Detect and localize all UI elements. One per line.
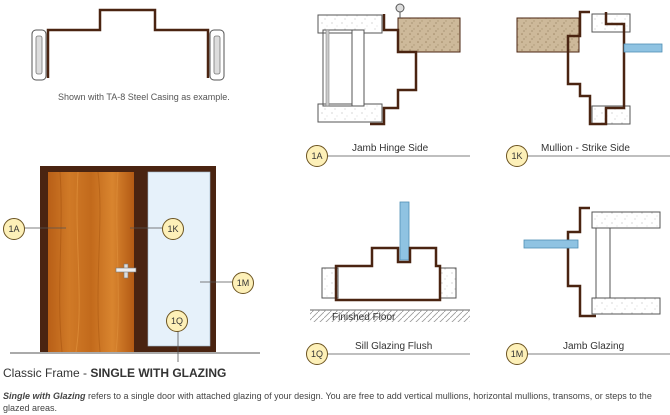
- jamb-glazing-detail: [523, 206, 661, 318]
- caption-mullion-strike-side: Mullion - Strike Side: [541, 143, 630, 154]
- frame-title: Classic Frame - SINGLE WITH GLAZING: [3, 366, 226, 380]
- frame-title-prefix: Classic Frame -: [3, 366, 91, 380]
- casing-clip-right: [209, 29, 225, 81]
- description-lead: Single with Glazing: [3, 391, 86, 401]
- frame-title-bold: SINGLE WITH GLAZING: [90, 366, 227, 380]
- marker-elevation-1K: 1K: [162, 218, 184, 240]
- marker-elevation-1Q: 1Q: [166, 310, 188, 332]
- marker-elevation-1M: 1M: [232, 272, 254, 294]
- door-elevation: [40, 166, 216, 353]
- marker-1A: 1A: [306, 145, 328, 167]
- description: Single with Glazing refers to a single d…: [3, 390, 667, 414]
- casing-clip-left: [31, 29, 47, 81]
- casing-profile: [46, 8, 210, 78]
- marker-1M: 1M: [506, 343, 528, 365]
- caption-sill-glazing-flush: Sill Glazing Flush: [355, 341, 433, 352]
- jamb-hinge-detail: [317, 3, 461, 126]
- caption-jamb-glazing: Jamb Glazing: [563, 341, 625, 352]
- finished-floor-label: Finished Floor: [332, 312, 396, 323]
- caption-jamb-hinge-side: Jamb Hinge Side: [352, 143, 429, 154]
- marker-1Q: 1Q: [306, 343, 328, 365]
- casing-note: Shown with TA-8 Steel Casing as example.: [58, 92, 230, 102]
- mullion-strike-detail: [516, 10, 663, 126]
- description-text: refers to a single door with attached gl…: [3, 391, 652, 413]
- marker-leaders: [23, 227, 232, 362]
- caption-rules: [325, 155, 670, 355]
- marker-elevation-1A: 1A: [3, 218, 25, 240]
- sill-glazing-detail: [310, 201, 470, 322]
- marker-1K: 1K: [506, 145, 528, 167]
